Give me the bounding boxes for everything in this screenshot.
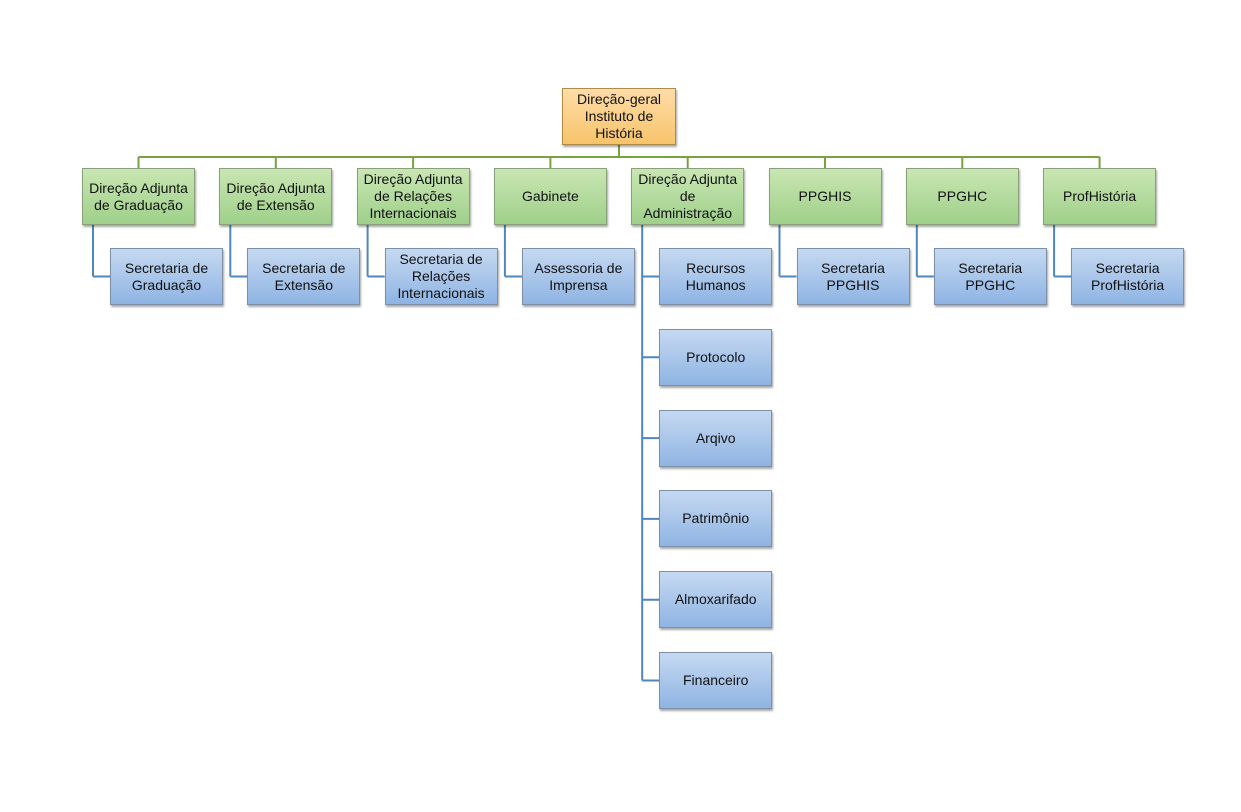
node-unit-4-child-4: Almoxarifado bbox=[659, 571, 773, 629]
node-unit-2-child-0: Secretaria de Relações Internacionais bbox=[384, 248, 498, 305]
node-unit-4-child-2: Arqivo bbox=[659, 409, 773, 467]
node-unit-2: Direção Adjunta de Relações Internaciona… bbox=[356, 168, 470, 225]
node-unit-6-child-0: Secretaria PPGHC bbox=[933, 248, 1047, 305]
node-unit-7: ProfHistória bbox=[1043, 168, 1157, 225]
node-unit-5-child-0: Secretaria PPGHIS bbox=[796, 248, 910, 305]
node-unit-0-child-0: Secretaria de Graduação bbox=[110, 248, 223, 305]
node-unit-4-child-1: Protocolo bbox=[659, 328, 773, 386]
node-unit-4: Direção Adjunta de Administração bbox=[631, 168, 745, 225]
node-direcao-geral: Direção-geral Instituto de História bbox=[562, 88, 676, 145]
node-unit-1: Direção Adjunta de Extensão bbox=[219, 168, 333, 225]
node-unit-4-child-5: Financeiro bbox=[659, 652, 773, 709]
node-unit-7-child-0: Secretaria ProfHistória bbox=[1071, 248, 1185, 305]
node-unit-3: Gabinete bbox=[493, 168, 607, 225]
node-unit-6: PPGHC bbox=[905, 168, 1019, 225]
node-unit-4-child-3: Patrimônio bbox=[659, 490, 773, 548]
node-unit-0: Direção Adjunta de Graduação bbox=[82, 168, 195, 225]
node-unit-1-child-0: Secretaria de Extensão bbox=[247, 248, 361, 305]
node-unit-4-child-0: Recursos Humanos bbox=[659, 248, 773, 305]
node-unit-5: PPGHIS bbox=[768, 168, 882, 225]
node-unit-3-child-0: Assessoria de Imprensa bbox=[521, 248, 635, 305]
